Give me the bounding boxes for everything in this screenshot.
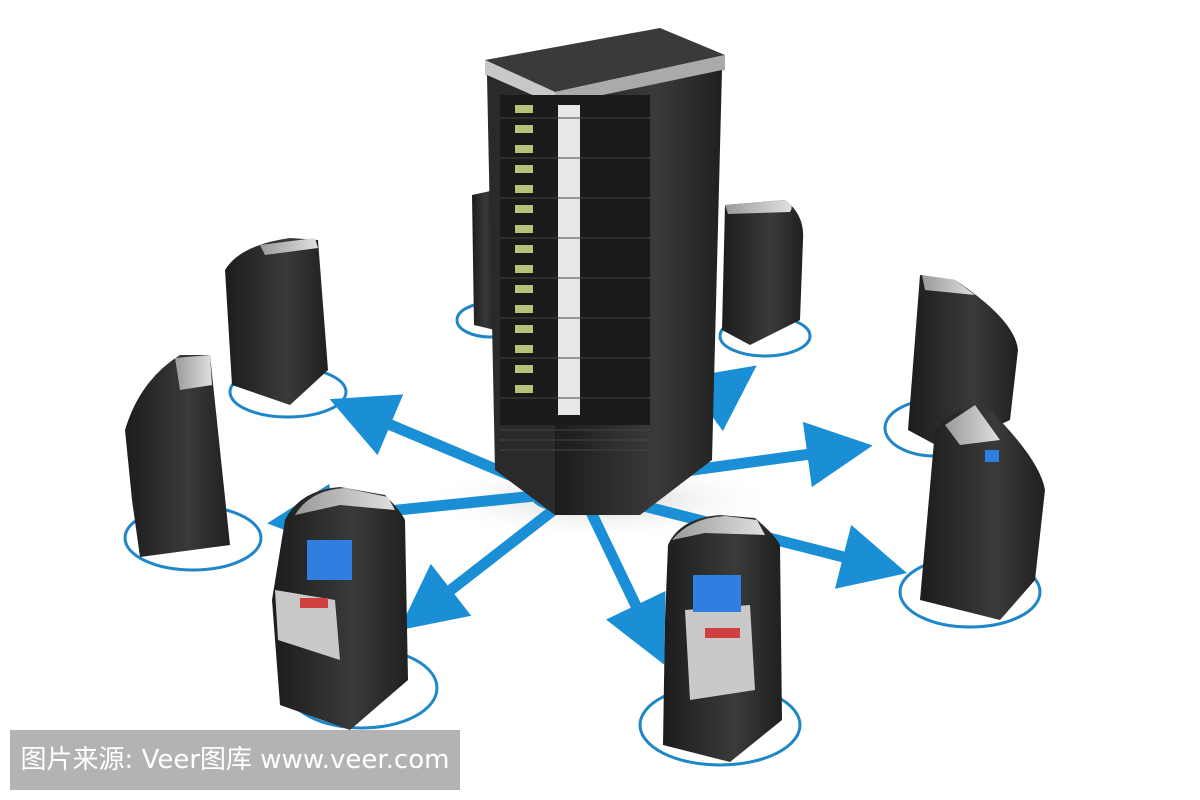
atm-screen <box>307 540 352 580</box>
atm-front-left <box>272 487 408 730</box>
atm-front-center <box>663 515 782 762</box>
atm-right-upper <box>908 275 1018 450</box>
atm-back-right <box>722 200 804 345</box>
atm-left-upper <box>225 238 328 405</box>
atm-far-left <box>125 355 230 557</box>
atm-back-left <box>472 190 495 330</box>
arrow <box>585 507 666 665</box>
arrow <box>398 500 564 631</box>
atm-screen <box>985 450 999 462</box>
atm-right <box>920 405 1045 620</box>
atm-screen <box>693 575 741 612</box>
server-rack <box>485 28 725 515</box>
watermark: 图片来源: Veer图库 www.veer.com <box>10 730 460 790</box>
